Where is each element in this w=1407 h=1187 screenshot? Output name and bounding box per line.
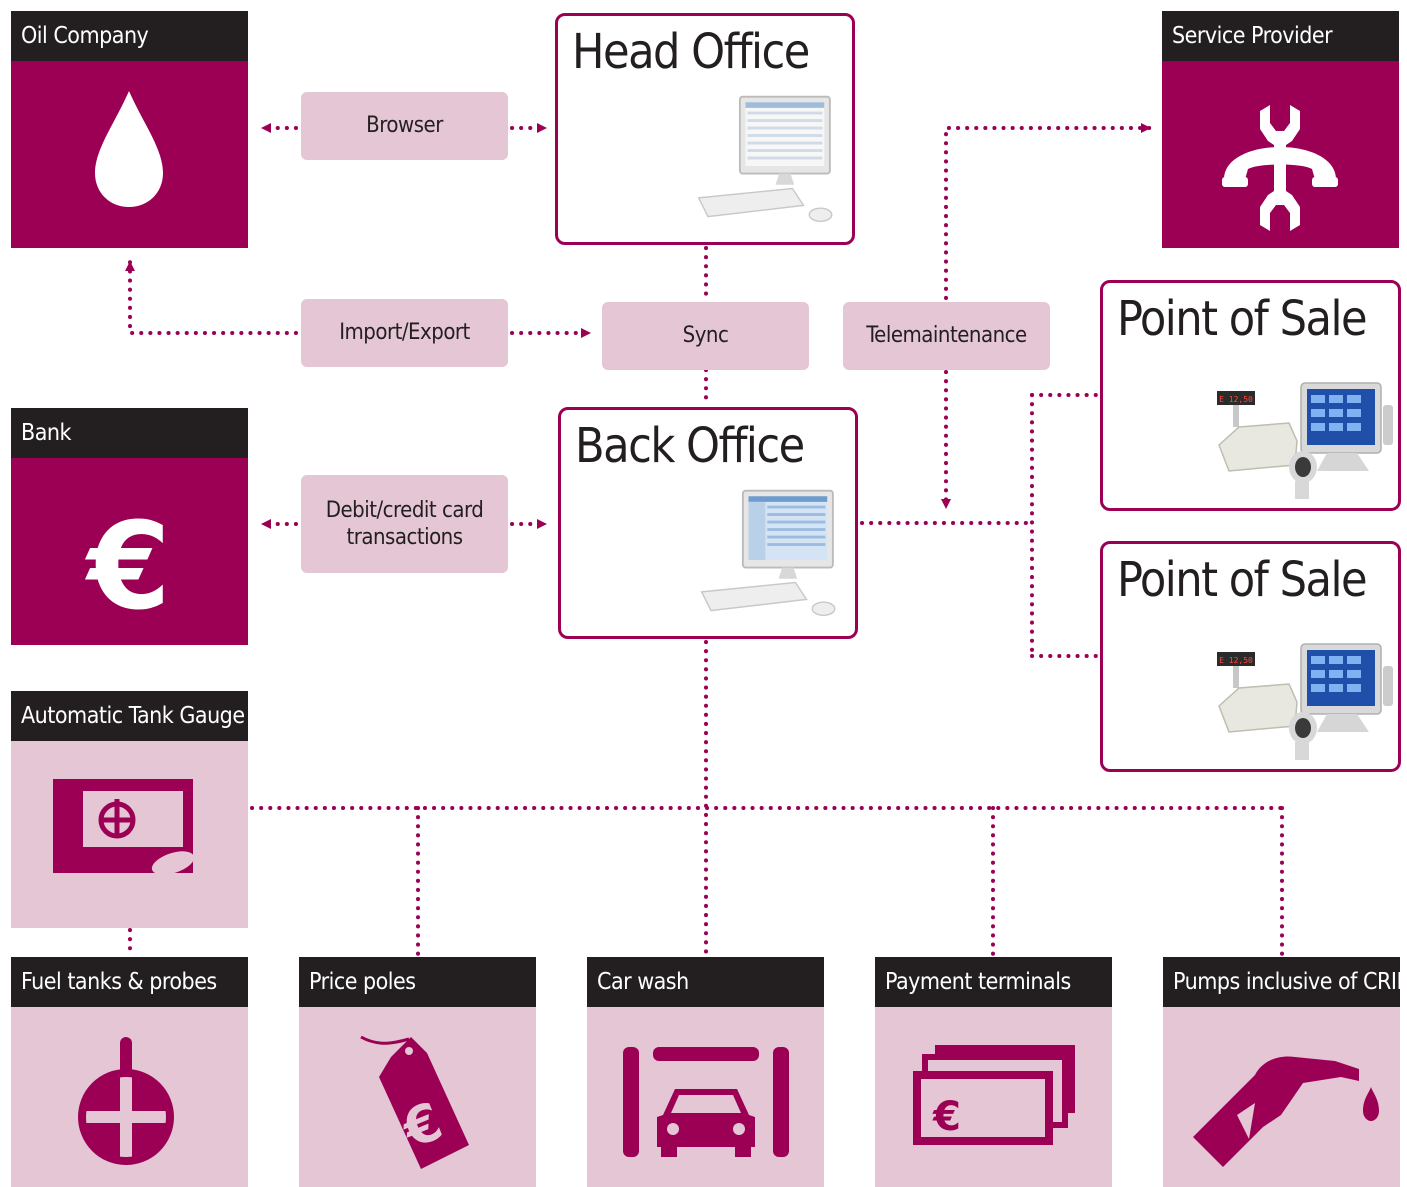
import-to-oil-line [125, 260, 298, 335]
pos-terminal-icon: E 12,50 [1217, 382, 1393, 499]
pos-title-2: Point of Sale [1117, 552, 1368, 608]
svg-text:€: € [84, 498, 171, 637]
tank-probe-icon [78, 1037, 174, 1165]
payment-terminals-title: Payment terminals [875, 957, 1112, 1007]
pos-title-1: Point of Sale [1117, 291, 1368, 347]
pumps-title: Pumps inclusive of CRIND [1163, 957, 1407, 1007]
price-poles-tile: Price poles € [299, 957, 536, 1187]
telemaintenance-label: Telemaintenance [843, 302, 1050, 370]
desktop-computer-icon [697, 95, 833, 223]
import-export-label: Import/Export [301, 299, 508, 367]
price-tag-icon: € [360, 1035, 469, 1169]
car-wash-icon [623, 1047, 789, 1157]
atg-tile: Automatic Tank Gauge [11, 691, 248, 928]
fuel-tanks-tile: Fuel tanks & probes [11, 957, 248, 1187]
car-wash-title: Car wash [587, 957, 824, 1007]
pos-box-1: Point of Sale E 12,50 [1100, 280, 1401, 511]
browser-label: Browser [301, 92, 508, 160]
tank-gauge-icon [53, 779, 195, 875]
card-transactions-line1: Debit/credit card [325, 497, 484, 523]
payment-terminals-tile: Payment terminals € [875, 957, 1112, 1187]
back-office-title: Back Office [575, 418, 805, 474]
oil-drop-icon [95, 91, 163, 207]
desktop-computer-icon [700, 489, 836, 617]
oil-company-title: Oil Company [11, 11, 248, 61]
euro-icon: € [84, 498, 171, 637]
fuel-nozzle-icon [1193, 1056, 1379, 1167]
fuel-tanks-title: Fuel tanks & probes [11, 957, 248, 1007]
pos-display-text: E 12,50 [1219, 395, 1253, 404]
head-office-box: Head Office [555, 13, 855, 245]
back-office-box: Back Office [558, 407, 858, 639]
card-transactions-label: Debit/credit card transactions [301, 475, 508, 573]
price-poles-title: Price poles [299, 957, 536, 1007]
car-wash-tile: Car wash [587, 957, 824, 1187]
pos-terminal-icon: E 12,50 [1217, 643, 1393, 760]
pumps-tile: Pumps inclusive of CRIND [1163, 957, 1407, 1187]
service-provider-tile: Service Provider [1162, 11, 1399, 248]
oil-company-tile: Oil Company [11, 11, 248, 248]
bank-title: Bank [11, 408, 248, 458]
pos-display-text: E 12,50 [1219, 656, 1253, 665]
banknotes-icon: € [913, 1045, 1075, 1145]
head-office-title: Head Office [572, 24, 810, 80]
tele-to-service-line [944, 123, 1152, 300]
atg-title: Automatic Tank Gauge [11, 691, 248, 741]
card-transactions-line2: transactions [346, 525, 463, 550]
pos-box-2: Point of Sale E 12,50 [1100, 541, 1401, 772]
sync-label: Sync [602, 302, 809, 370]
wrench-phone-icon [1222, 105, 1338, 231]
service-provider-title: Service Provider [1162, 11, 1399, 61]
bank-tile: Bank € [11, 408, 248, 645]
svg-text:€: € [932, 1094, 961, 1140]
